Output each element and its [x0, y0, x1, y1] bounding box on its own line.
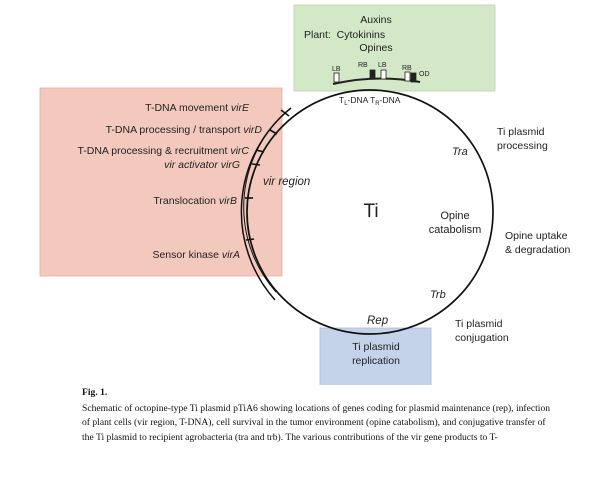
od-marker	[410, 72, 417, 83]
plant-cytokinins: Plant: Cytokinins	[304, 29, 385, 41]
rb-marker-2	[404, 71, 411, 82]
rb-marker-1	[369, 69, 376, 80]
vir-gene-virG: vir activator virG	[164, 159, 240, 171]
replication-box	[319, 327, 432, 385]
caption-text: Schematic of octopine-type Ti plasmid pT…	[82, 402, 551, 443]
opine-uptake-line1: Opine uptake	[505, 230, 568, 242]
vir-gene-virD: T-DNA processing / transport virD	[106, 124, 263, 136]
replication-line2: replication	[352, 355, 400, 367]
border-rb-2: RB	[402, 65, 412, 72]
tra-label: Tra	[452, 146, 468, 158]
border-rb-1: RB	[358, 62, 368, 69]
opine-uptake-line2: & degradation	[505, 244, 571, 256]
plasmid-center-label: Ti	[363, 201, 378, 222]
rep-label: Rep	[367, 315, 389, 327]
ti-processing-line1: Ti plasmid	[497, 126, 545, 138]
ti-conjugation-line2: conjugation	[455, 332, 509, 344]
lb-marker-1	[333, 72, 340, 83]
vir-gene-virE: T-DNA movement virE	[145, 102, 250, 114]
vir-region-arc-inner	[243, 111, 287, 293]
border-lb-1: LB	[332, 66, 341, 73]
vir-gene-virA: Sensor kinase virA	[152, 249, 240, 261]
lb-marker-2	[380, 69, 387, 80]
vir-box	[39, 87, 283, 277]
ti-plasmid-figure: Auxins Plant: Cytokinins Opines LB RB LB…	[39, 4, 571, 385]
vir-region-label: vir region	[263, 176, 310, 188]
opine-catabolism-line1: Opine	[440, 210, 469, 222]
vir-gene-virB: Translocation virB	[153, 195, 237, 207]
tdna-label: TL-DNA TR-DNA	[339, 95, 401, 107]
plant-box	[293, 4, 496, 92]
plasmid-circle	[246, 89, 494, 335]
border-lb-2: LB	[378, 62, 387, 69]
replication-line1: Ti plasmid	[352, 341, 400, 353]
figure-label: Fig. 1.	[82, 387, 108, 398]
vir-gene-virC: T-DNA processing & recruitment virC	[77, 145, 249, 157]
opine-catabolism-line2: catabolism	[429, 224, 482, 236]
plant-opines: Opines	[359, 42, 392, 54]
plant-auxins: Auxins	[360, 14, 392, 26]
border-od: OD	[419, 71, 430, 78]
figure-caption: Fig. 1. Schematic of octopine-type Ti pl…	[82, 386, 552, 445]
ti-processing-line2: processing	[497, 140, 548, 152]
trb-label: Trb	[430, 289, 446, 301]
vir-ticks	[245, 109, 290, 241]
ti-conjugation-line1: Ti plasmid	[455, 318, 503, 330]
